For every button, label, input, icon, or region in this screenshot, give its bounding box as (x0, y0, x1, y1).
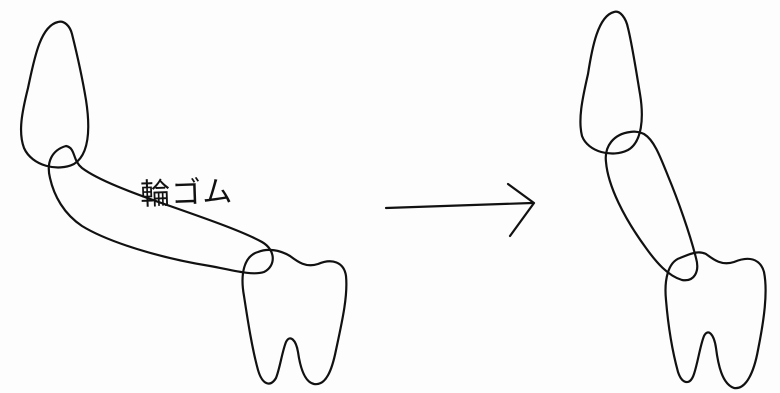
after-state (580, 12, 765, 388)
left-upper-tooth (21, 22, 88, 168)
left-lower-tooth (243, 250, 347, 384)
arrow-shaft (386, 203, 532, 208)
transition-arrow (386, 184, 534, 236)
right-lower-tooth (666, 252, 766, 388)
arrow-head (508, 184, 534, 236)
rubber-band-label: 輪ゴム (139, 166, 233, 213)
